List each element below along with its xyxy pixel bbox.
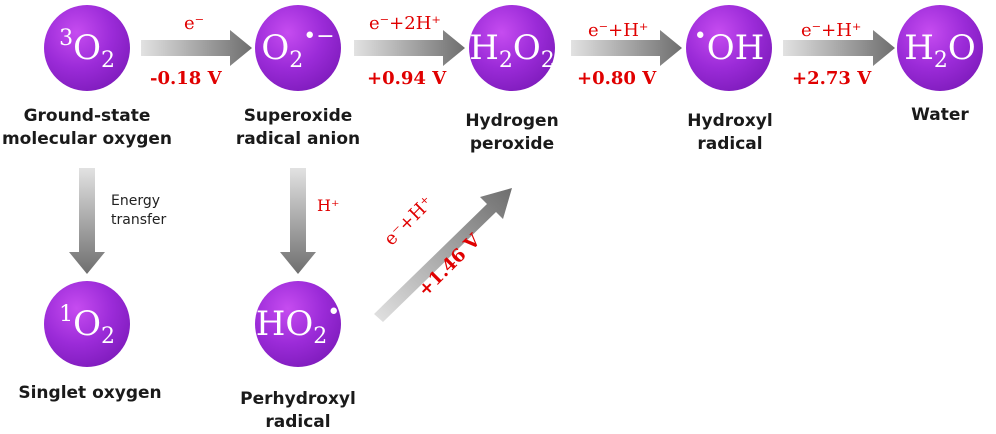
symbol: O [947,28,976,68]
superscript: 1 [59,302,74,327]
arrow4-reagent: e⁻+H⁺ [801,20,862,41]
radical-dot: • [693,24,707,49]
label-line: radical [265,412,331,432]
label-hydrogen-peroxide: Hydrogen peroxide [452,110,572,156]
label-line: radical anion [235,129,361,149]
label-superoxide: Superoxide radical anion [228,105,368,151]
formula: HO2• [255,302,341,348]
node-singlet-oxygen: 1O2 [44,281,130,367]
arrow2-potential: +0.94 V [367,68,447,89]
node-perhydroxyl: HO2• [255,281,341,367]
label-hydroxyl-radical: Hydroxyl radical [670,110,790,156]
energy-transfer-note: Energy transfer [111,192,166,230]
superscript: • [327,300,341,325]
symbol: O [73,28,101,68]
arrow-h2o2-to-oh [571,30,682,66]
label-line: peroxide [469,134,555,154]
arrow3-potential: +0.80 V [577,68,657,89]
protonation-note: H⁺ [317,196,340,215]
arrow1-potential: -0.18 V [150,68,222,89]
formula: H2O [904,28,976,72]
symbol: O [261,28,290,68]
node-superoxide: O2•− [255,5,341,91]
node-hydrogen-peroxide: H2O2 [469,5,555,91]
arrow-o2-to-superoxide [141,30,252,66]
label-water: Water [880,104,996,127]
label-line: Hydroxyl [687,111,773,131]
note-line: Energy [111,193,161,209]
superscript: •− [303,24,335,49]
formula: H2O2 [469,28,555,72]
symbol: OH [706,28,765,68]
arrow4-potential: +2.73 V [792,68,872,89]
node-water: H2O [897,5,983,91]
label-line: Water [911,105,969,125]
label-singlet-oxygen: Singlet oxygen [10,382,170,405]
subscript: 2 [289,48,304,73]
subscript: 2 [933,48,948,73]
subscript: 2 [498,48,513,73]
symbol: O [73,304,101,344]
label-line: Superoxide [243,106,353,126]
label-line: Hydrogen [465,111,559,131]
formula: O2•− [261,26,334,72]
arrow-perhydroxyl-to-h2o2 [374,188,512,322]
arrow-oh-to-water [783,30,895,66]
formula: •OH [694,26,765,68]
arrow-o2-to-singlet [69,168,105,274]
symbol: HO [255,304,314,344]
arrow3-reagent: e⁻+H⁺ [588,20,649,41]
symbol: O [512,28,541,68]
subscript: 2 [100,324,115,349]
symbol: H [904,28,934,68]
arrow-superoxide-to-h2o2 [354,30,465,66]
label-line: radical [697,134,763,154]
label-line: Perhydroxyl [240,389,356,409]
node-hydroxyl-radical: •OH [686,5,772,91]
label-line: molecular oxygen [1,129,173,149]
subscript: 2 [313,324,328,349]
symbol: H [469,28,499,68]
arrow2-reagent: e⁻+2H⁺ [369,13,441,34]
label-perhydroxyl: Perhydroxyl radical [235,388,361,434]
superscript: 3 [59,26,74,51]
label-ground-state-oxygen: Ground-state molecular oxygen [0,105,174,151]
formula: 3O2 [59,28,115,72]
subscript: 2 [540,48,555,73]
subscript: 2 [100,48,115,73]
label-line: Singlet oxygen [18,383,162,403]
arrow-superoxide-to-perhydroxyl [280,168,316,274]
formula: 1O2 [59,304,115,348]
arrow1-reagent: e⁻ [184,13,205,34]
note-line: transfer [111,212,167,228]
node-ground-state-oxygen: 3O2 [44,5,130,91]
label-line: Ground-state [23,106,151,126]
